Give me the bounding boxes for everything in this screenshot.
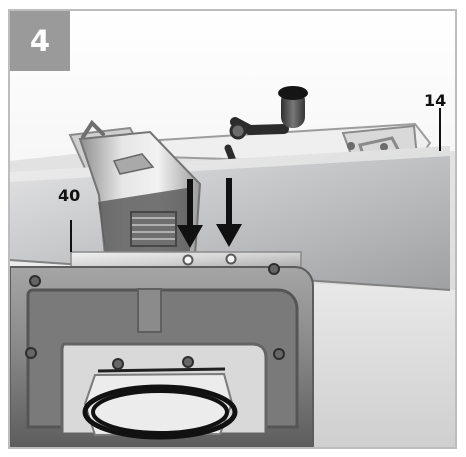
base-screw-top-left xyxy=(29,275,41,287)
machine-photo-frame: 4 xyxy=(8,9,457,449)
base-center-latch xyxy=(137,288,162,333)
fence-screw xyxy=(380,143,388,151)
down-arrow-icon xyxy=(216,178,242,247)
machine-photo-illustration xyxy=(10,11,455,447)
compartment-screw-right xyxy=(182,356,194,368)
coiled-cable xyxy=(82,384,238,440)
step-number-badge: 4 xyxy=(10,11,70,71)
base-screw-top-right xyxy=(268,263,280,275)
coiled-cable-inner xyxy=(91,389,229,435)
crank-knob-top xyxy=(278,86,308,100)
down-arrow-icon xyxy=(177,179,203,248)
crank-hub xyxy=(229,122,247,140)
crank-knob xyxy=(281,90,305,128)
guard-bracket xyxy=(112,153,155,175)
fence-screw xyxy=(347,142,355,150)
table-callout-label: 14 xyxy=(424,91,447,110)
cutter-grooves xyxy=(132,217,175,240)
plate-callout-label: 40 xyxy=(58,186,81,205)
compartment-screw-left xyxy=(112,358,124,370)
cable-holder-bar xyxy=(97,367,226,373)
rear-guard-handle xyxy=(81,119,105,139)
screw-right xyxy=(225,253,237,265)
screw-left xyxy=(182,254,194,266)
base-screw-right xyxy=(273,348,285,360)
base-screw-left xyxy=(25,347,37,359)
